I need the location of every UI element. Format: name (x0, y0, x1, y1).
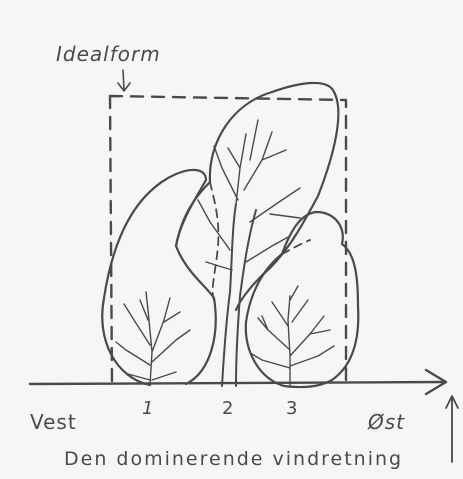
tree-1-number: 1 (142, 398, 154, 419)
ground-line (30, 382, 444, 384)
ideal-form-label: Idealform (56, 42, 161, 66)
tree-3-branches (252, 286, 334, 386)
tree-2-hidden-outline (210, 182, 218, 300)
wind-direction-arrow (446, 396, 458, 462)
tree-2-number: 2 (222, 398, 234, 419)
tree-3-number: 3 (286, 398, 298, 419)
tree-2-crown (176, 83, 338, 310)
tree-2-trunk (222, 204, 256, 386)
ideal-form-pointer-arrow (118, 70, 130, 91)
east-label: Øst (368, 410, 405, 434)
wind-direction-caption: Den dominerende vindretning (64, 448, 403, 470)
west-label: Vest (30, 410, 77, 434)
tree-1-branches (116, 292, 190, 385)
